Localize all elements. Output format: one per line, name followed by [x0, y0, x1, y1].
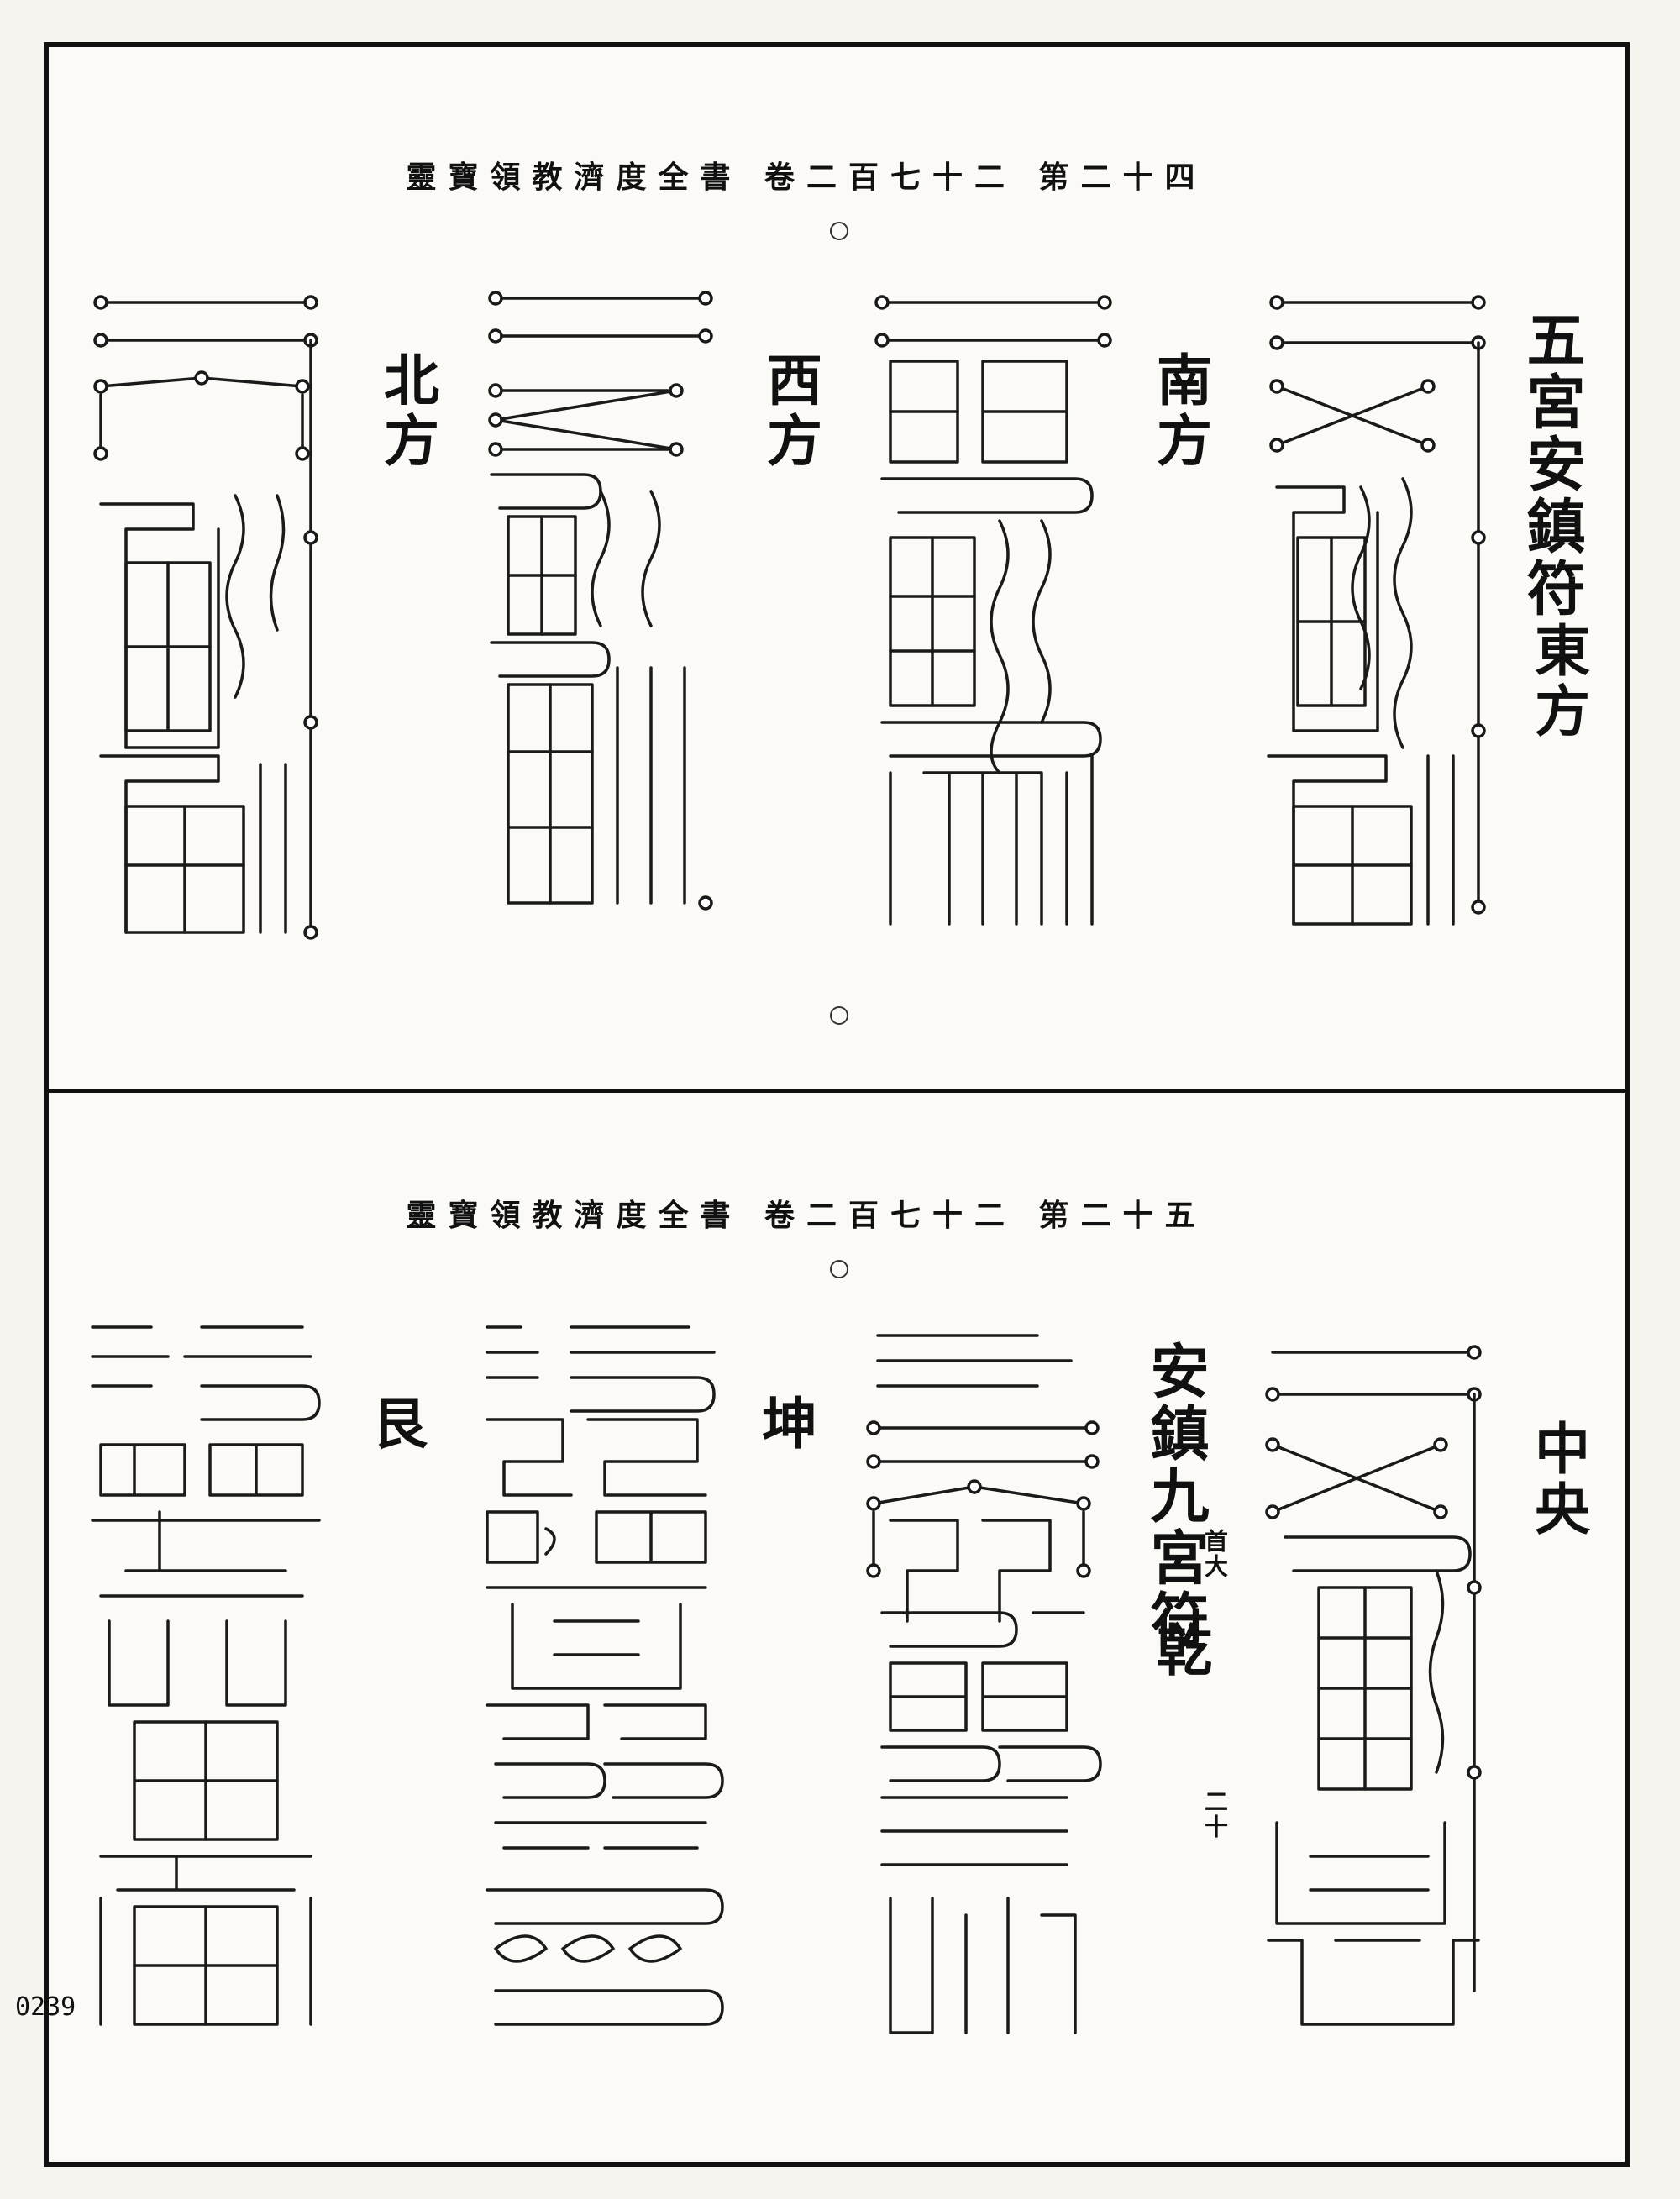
talisman-center-icon: [1265, 1345, 1482, 2026]
small-note: 首大: [1201, 1529, 1229, 1579]
bottom-title: 安鎮九宮符: [1141, 1341, 1210, 1651]
page-divider: [44, 1089, 1630, 1093]
top-title: 五宮安鎮符: [1517, 309, 1587, 620]
label-west: 西方: [758, 351, 823, 472]
talisman-west-icon: [488, 291, 713, 911]
talisman-north-icon: [93, 295, 318, 940]
talisman-qian-icon: [866, 1334, 1102, 2034]
label-gen: 艮: [363, 1394, 428, 1455]
talisman-south-icon: [874, 295, 1112, 926]
label-south: 南方: [1147, 351, 1213, 472]
label-qian: 乾: [1147, 1621, 1213, 1682]
label-north: 北方: [375, 351, 440, 472]
page-frame: [44, 42, 1630, 2167]
talisman-gen-icon: [91, 1325, 321, 2026]
bottom-page-header: 靈寶領教濟度全書 卷二百七十二 第二十五: [406, 1198, 1207, 1233]
label-center: 中央: [1525, 1420, 1591, 1540]
ring-mark-icon: [830, 1260, 848, 1278]
small-mark: 二十: [1201, 1789, 1229, 1839]
folio-number: 0239: [15, 1992, 76, 2023]
talisman-east-icon: [1267, 295, 1486, 926]
top-page-header: 靈寶領教濟度全書 卷二百七十二 第二十四: [406, 160, 1207, 195]
ring-mark-icon: [830, 222, 848, 240]
talisman-kun-icon: [486, 1325, 724, 2026]
label-east: 東方: [1525, 622, 1591, 743]
ring-mark-icon: [830, 1006, 848, 1025]
label-kun: 坤: [753, 1394, 818, 1455]
